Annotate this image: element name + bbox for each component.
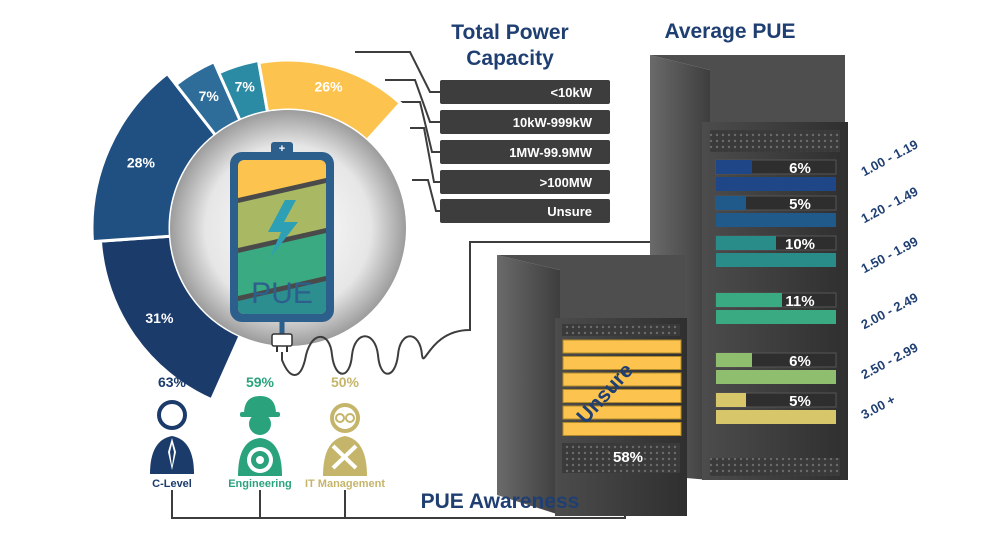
pue-bar-label: 5% [789,393,811,410]
battery-label: PUE [251,277,313,310]
average-pue-title: Average PUE [664,20,796,43]
lightning-bolt-icon [268,200,298,258]
awareness-engineering-percent: 59% [245,374,275,390]
pue-bar [716,196,746,210]
pue-bar [716,160,752,174]
donut-segment-2 [90,71,218,244]
c-level-person-icon [150,400,194,474]
small-rack-side [497,255,560,515]
pue-battery: + PUE [230,142,334,352]
pue-shelf [716,213,836,227]
awareness-c-level-name: C-Level [122,478,222,490]
awareness-it-management: 50% [305,374,385,390]
power-cable [281,241,650,376]
capacity-label-10kw-999kw: 10kW-999kW [440,110,610,134]
pue-bar [716,353,752,367]
pue-bar-label: 6% [789,160,811,177]
battery-band-teal [238,278,326,314]
donut-segment-label: 7% [235,78,256,94]
unsure-shelf [562,356,682,370]
awareness-engineering-name: Engineering [210,478,310,490]
role-name: Engineering [228,478,292,490]
unsure-shelf [562,339,682,354]
awareness-engineering: 59% [220,374,300,390]
unsure-percent: 58% [613,449,643,466]
capacity-connector-lines [355,51,440,212]
unsure-shelf [562,405,682,420]
total-power-capacity-title: Total Power Capacity [430,20,590,72]
connector-unsure [412,179,440,212]
role-name: IT Management [304,478,386,490]
pue-bar [716,236,776,250]
donut-segment-label: 31% [145,310,174,326]
battery-plus: + [279,143,285,155]
awareness-it-management-percent: 50% [330,374,360,390]
capacity-label-lt10kw: <10kW [440,80,610,104]
title-line-2: Capacity [466,47,554,70]
unsure-rack: Unsure 58% [497,255,687,516]
awareness-it-management-name: IT Management [290,478,400,490]
donut-segment-label: 7% [199,88,220,104]
pue-shelf [716,310,836,324]
title-line-1: Total Power [451,21,569,44]
awareness-c-level: 63% [132,374,212,390]
pue-shelf [716,410,836,424]
capacity-label-gt100mw: >100MW [440,170,610,194]
awareness-c-level-percent: 63% [157,374,187,390]
rack-top-panel [650,55,845,122]
unsure-shelf [562,389,682,403]
pue-shelf [716,253,836,267]
donut-segment-label: 26% [315,79,344,95]
unsure-shelf [562,372,682,387]
pue-shelf [716,370,836,384]
connector-1mw [400,101,440,153]
role-name: C-Level [152,478,192,490]
capacity-label-unsure: Unsure [440,199,610,223]
plug-icon [271,333,293,347]
awareness-connector-lines [171,482,626,519]
small-rack-top [497,255,685,318]
it-management-person-icon [323,403,367,476]
pue-bar-label: 6% [789,353,811,370]
pue-bar [716,293,782,307]
pue-shelf [716,177,836,191]
pue-bar-label: 10% [785,236,815,253]
unsure-shelf [562,422,682,436]
connector-100mw [410,127,440,183]
pue-awareness-title: PUE Awareness [420,490,580,513]
capacity-label-1mw-99mw: 1MW-99.9MW [440,140,610,164]
pue-bar-label: 5% [789,196,811,213]
donut-segment-label: 28% [127,155,156,171]
connector-10kw [385,79,440,123]
engineering-person-icon [238,396,282,476]
pue-bar-label: 11% [785,293,814,310]
pue-bar [716,393,746,407]
connector-lt10kw [355,51,440,93]
